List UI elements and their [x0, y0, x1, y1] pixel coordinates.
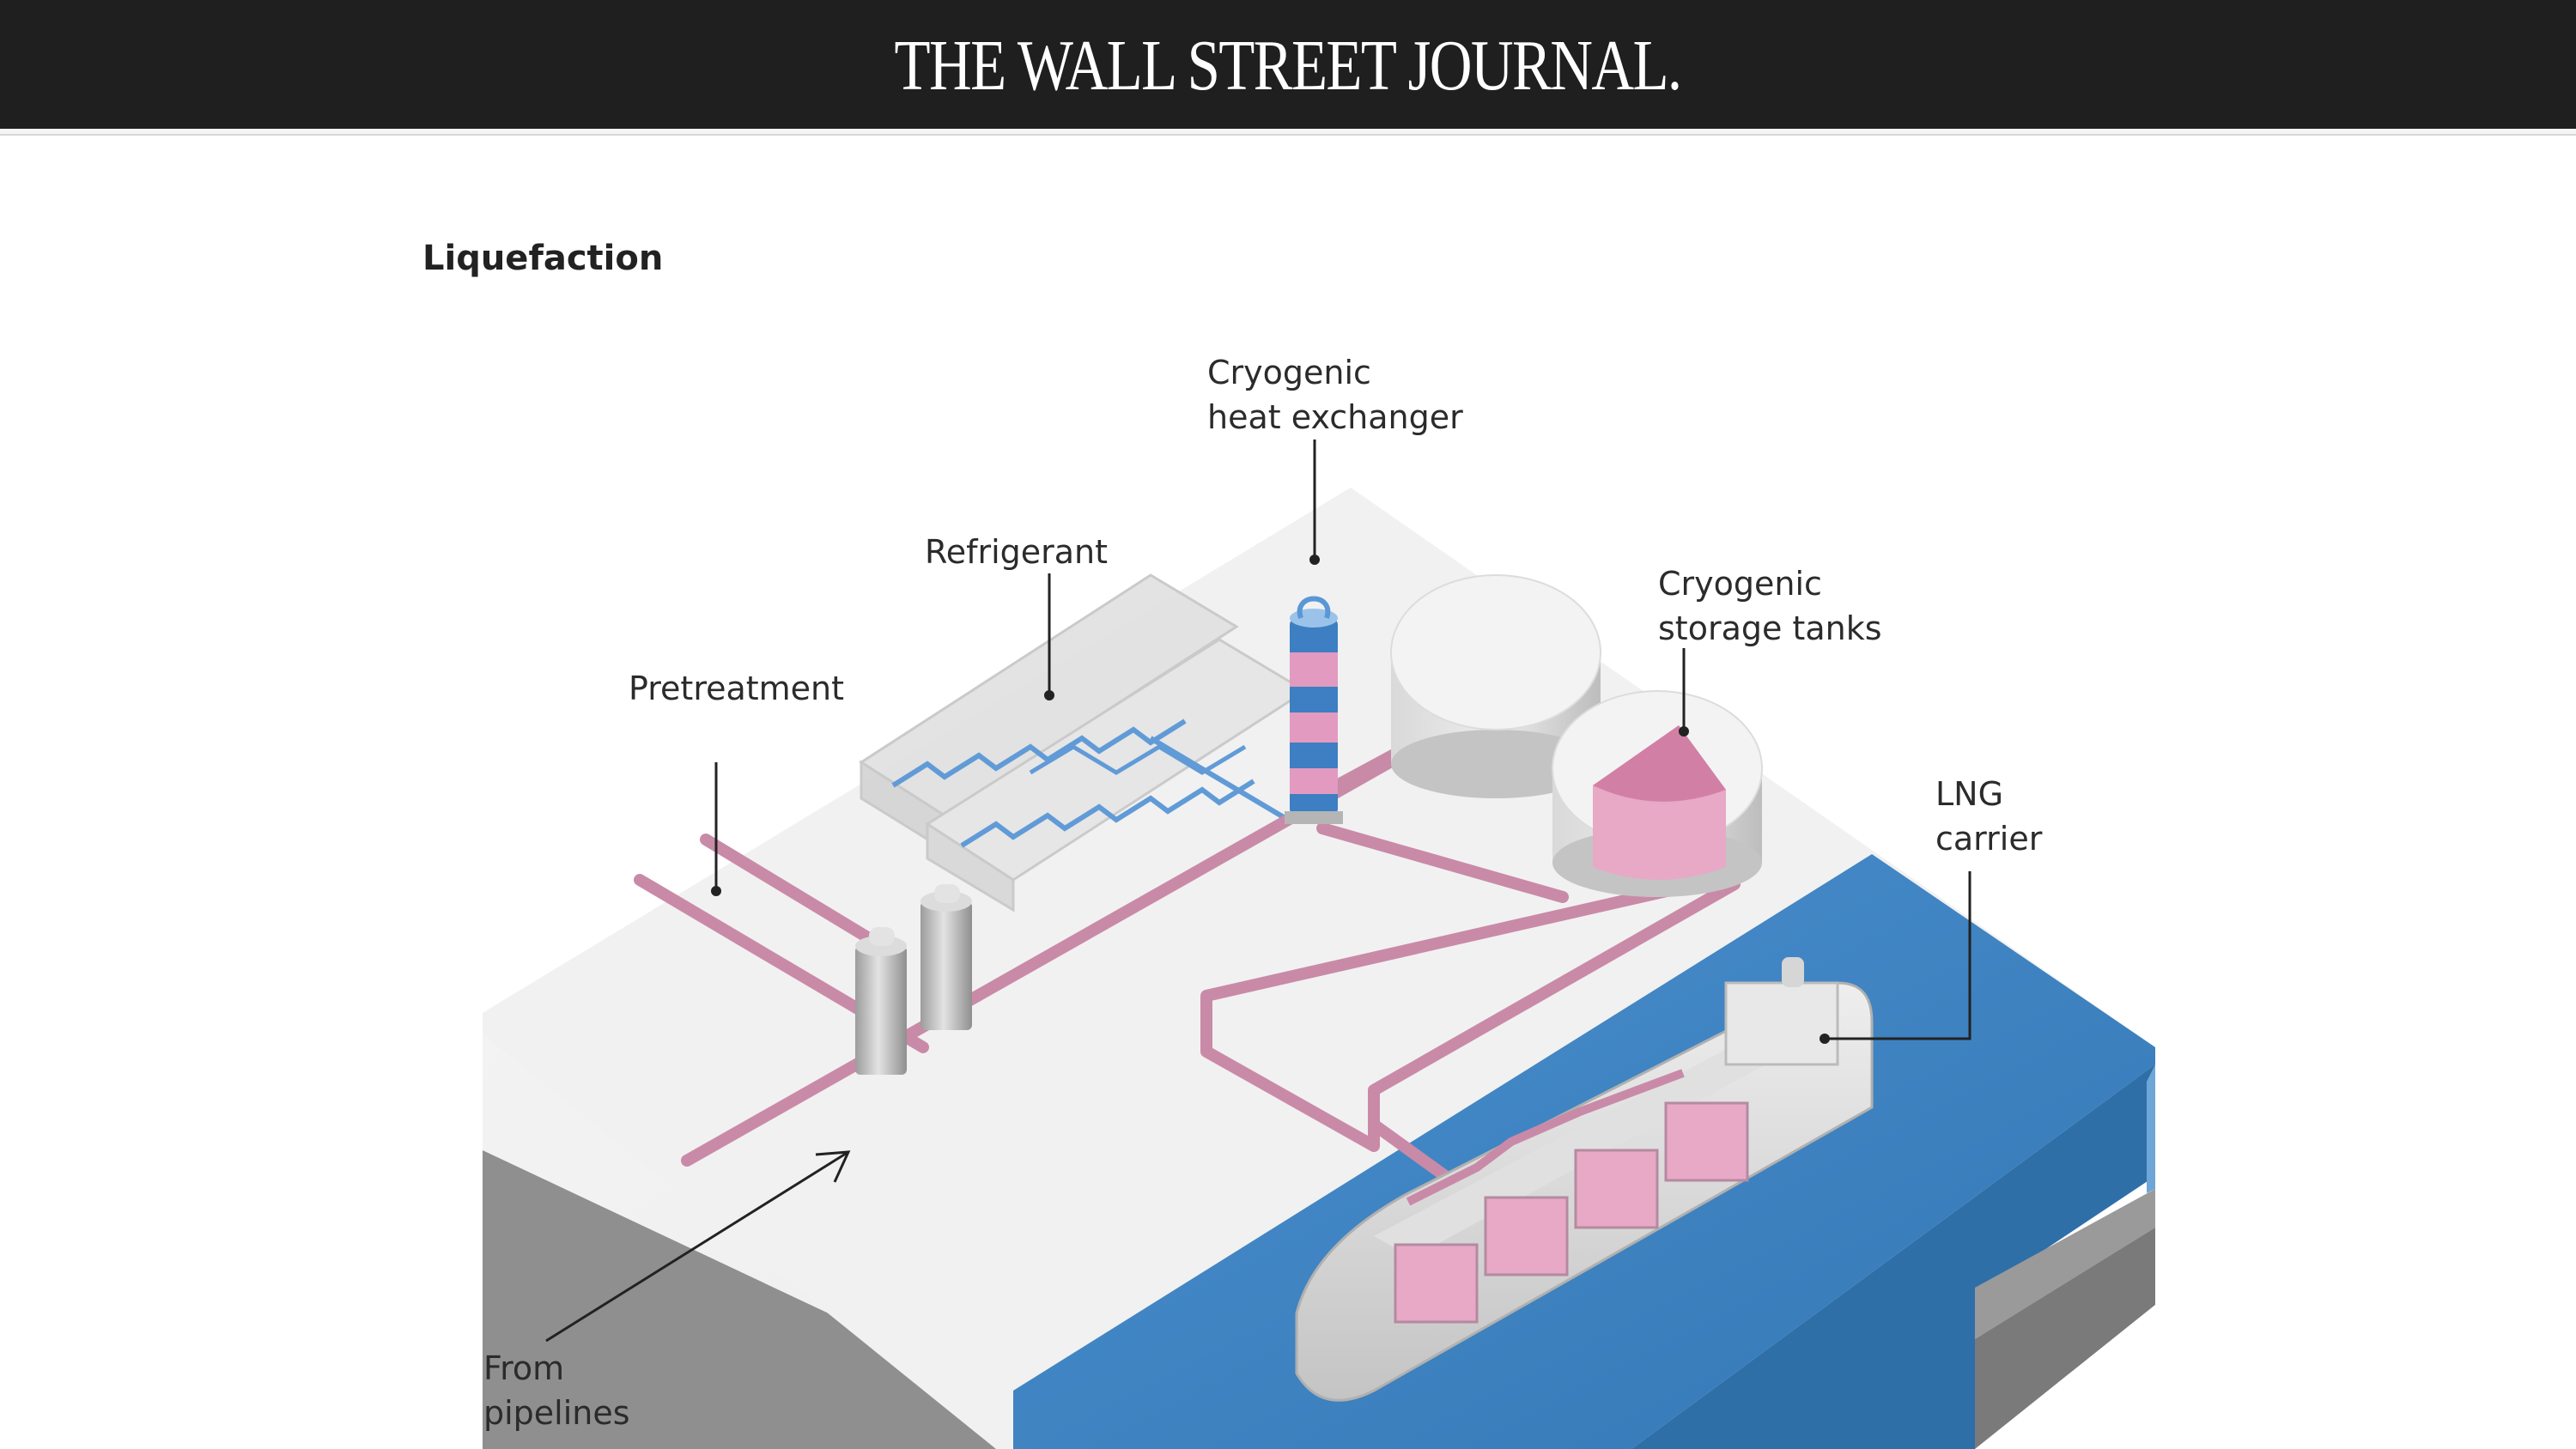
callout-line-lng-carrier	[1825, 871, 1971, 1040]
callout-dots	[711, 555, 1830, 1044]
storage-tank-1	[1390, 574, 1601, 798]
label-refrigerant: Refrigerant	[925, 530, 1108, 574]
label-cryogenic-heat-exchanger-line-2: heat exchanger	[1207, 398, 1463, 436]
label-cryogenic-storage-tanks: Cryogenic storage tanks	[1658, 561, 1882, 651]
pretreatment-column-1-dome	[869, 927, 895, 946]
lng-carrier-tank-4	[1664, 1101, 1749, 1182]
callout-dot-pretreatment	[711, 886, 721, 896]
lng-carrier-tank-3	[1574, 1149, 1659, 1229]
lng-carrier-tank-1	[1394, 1243, 1479, 1324]
label-cryogenic-heat-exchanger: Cryogenic heat exchanger	[1207, 350, 1463, 440]
refrigerant-loop-1	[891, 718, 1187, 788]
label-lng-carrier: LNG carrier	[1935, 772, 2042, 861]
label-refrigerant-line-1: Refrigerant	[925, 533, 1109, 571]
heat-exchanger-base	[1285, 811, 1343, 824]
storage-tank-2	[1552, 690, 1763, 897]
pretreatment-columns	[855, 884, 972, 1075]
pretreatment-column-2	[920, 901, 972, 1030]
heat-exchanger-pink-band-3	[1290, 768, 1338, 794]
lng-carrier-tanks	[1394, 1101, 1749, 1324]
pretreatment-column-2-dome	[934, 884, 960, 903]
label-from-pipelines: From pipelines	[483, 1346, 630, 1435]
section-title: Liquefaction	[422, 239, 664, 278]
label-cryogenic-storage-tanks-line-1: Cryogenic	[1658, 565, 1822, 603]
heat-exchanger-top	[1290, 609, 1338, 627]
pipe-inlet-2	[700, 834, 899, 959]
heat-exchanger-pink-band-1	[1290, 652, 1338, 687]
refrigerant-box2-front	[926, 822, 1015, 912]
water-right-side	[2147, 1064, 2155, 1193]
pipe-to-carrier	[1200, 870, 1741, 1152]
callout-dot-lng-carrier	[1820, 1034, 1830, 1044]
label-pretreatment: Pretreatment	[629, 666, 844, 711]
storage-tank-2-lng-top	[1593, 725, 1726, 802]
callout-arrow-pipelines	[545, 1150, 849, 1343]
callout-dot-heat-exchanger	[1309, 555, 1320, 565]
lng-carrier-funnel	[1782, 957, 1804, 987]
lng-carrier-tank-2	[1484, 1196, 1569, 1276]
refrigerant-loop-2	[960, 779, 1255, 848]
callout-arrowhead-pipelines	[815, 1150, 851, 1183]
pretreatment-column-1	[855, 946, 907, 1075]
callout-lines	[545, 440, 1971, 1343]
storage-tank-1-bottom	[1391, 730, 1601, 798]
lng-carrier-manifold	[1406, 1069, 1685, 1206]
lng-carrier-bridge	[1724, 981, 1839, 1066]
wsj-logo[interactable]: THE WALL STREET JOURNAL.	[895, 26, 1683, 106]
label-cryogenic-storage-tanks-line-2: storage tanks	[1658, 609, 1882, 647]
heat-exchanger	[1285, 596, 1343, 824]
quay-right-side	[1975, 1189, 2155, 1339]
water-edge	[1631, 1064, 2155, 1449]
refrigerant-loop-3	[1029, 744, 1247, 775]
label-pretreatment-line-1: Pretreatment	[629, 670, 845, 707]
heat-exchanger-coil	[1297, 596, 1331, 619]
callout-dot-refrigerant	[1044, 690, 1054, 700]
label-lng-carrier-line-2: carrier	[1935, 820, 2043, 858]
label-from-pipelines-line-1: From	[483, 1349, 565, 1387]
label-lng-carrier-line-1: LNG	[1935, 775, 2004, 813]
pipe-to-tank-2	[1316, 822, 1569, 903]
masthead-divider	[0, 129, 2576, 136]
masthead: THE WALL STREET JOURNAL.	[0, 0, 2576, 129]
lng-carrier	[1295, 957, 1874, 1402]
callout-dot-storage-tanks	[1679, 726, 1689, 737]
quay-right-side-dark	[1975, 1228, 2155, 1449]
heat-exchanger-pink-band-2	[1290, 712, 1338, 743]
storage-tank-1-roof	[1390, 574, 1601, 731]
refrigerant-module	[859, 573, 1308, 912]
label-cryogenic-heat-exchanger-line-1: Cryogenic	[1207, 354, 1371, 391]
label-from-pipelines-line-2: pipelines	[483, 1394, 630, 1432]
